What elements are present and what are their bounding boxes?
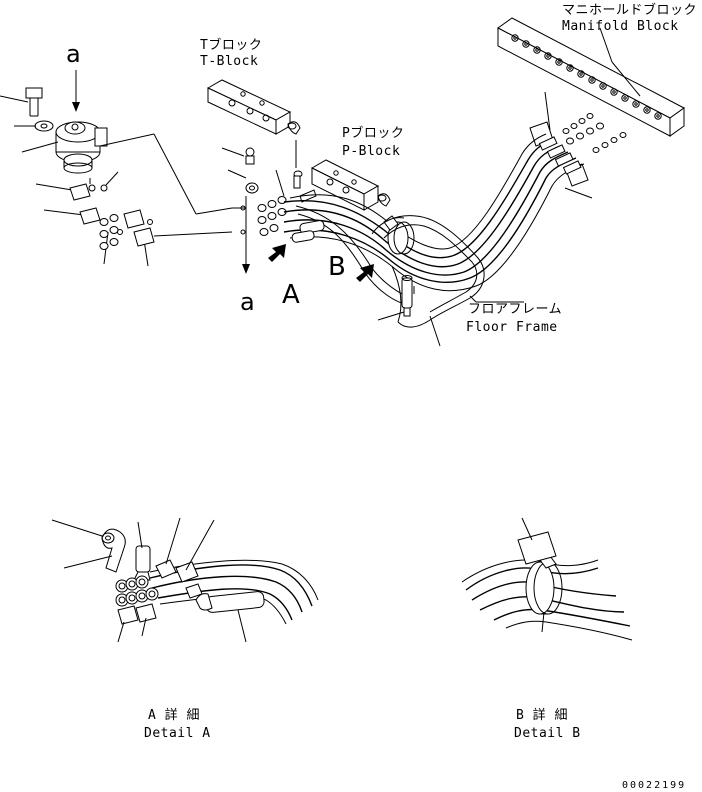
hose-bundle <box>283 133 585 305</box>
t-block <box>206 79 292 135</box>
fitting-cluster-center <box>221 140 317 274</box>
valve-fittings <box>99 214 233 250</box>
arrow-a-label: A <box>282 280 300 310</box>
arrow-b-label: B <box>328 252 346 282</box>
t-block-elbow <box>287 121 301 135</box>
p-block <box>310 159 380 211</box>
arrow-b-marker <box>356 264 374 282</box>
manifold-ports <box>511 34 662 120</box>
manifold-block <box>497 17 685 137</box>
view-a-top-label: a <box>66 40 81 68</box>
detail-a-leaders <box>51 517 247 643</box>
floor-frame-label-en: Floor Frame <box>466 320 558 335</box>
manifold-block-label-en: Manifold Block <box>562 19 679 34</box>
t-block-label-en: T-Block <box>200 54 259 69</box>
pilot-valve <box>25 87 108 174</box>
detail-b-drawing <box>461 531 633 641</box>
p-block-label-en: P-Block <box>342 144 401 159</box>
drawing-number: 00022199 <box>622 780 687 791</box>
p-block-elbow <box>377 193 391 207</box>
manifold-fittings <box>544 91 627 199</box>
detail-a-caption-jp: A 詳 細 <box>148 708 200 723</box>
floor-frame-label-jp: フロアフレーム <box>468 302 563 317</box>
floor-frame <box>371 215 485 328</box>
p-block-label-jp: Pブロック <box>342 126 405 141</box>
hose-clamp <box>383 215 415 255</box>
t-block-label-jp: Tブロック <box>200 38 263 53</box>
manifold-block-label-jp: マニホールドブロック <box>562 3 698 18</box>
detail-b-caption-en: Detail B <box>514 726 581 741</box>
detail-b-caption-jp: B 詳 細 <box>516 708 568 723</box>
detail-a-caption-en: Detail A <box>144 726 211 741</box>
hose-connectors-manifold <box>538 136 582 175</box>
view-a-bottom-label: a <box>240 288 255 316</box>
arrow-a-marker <box>268 244 286 262</box>
detail-a-drawing <box>101 528 319 625</box>
